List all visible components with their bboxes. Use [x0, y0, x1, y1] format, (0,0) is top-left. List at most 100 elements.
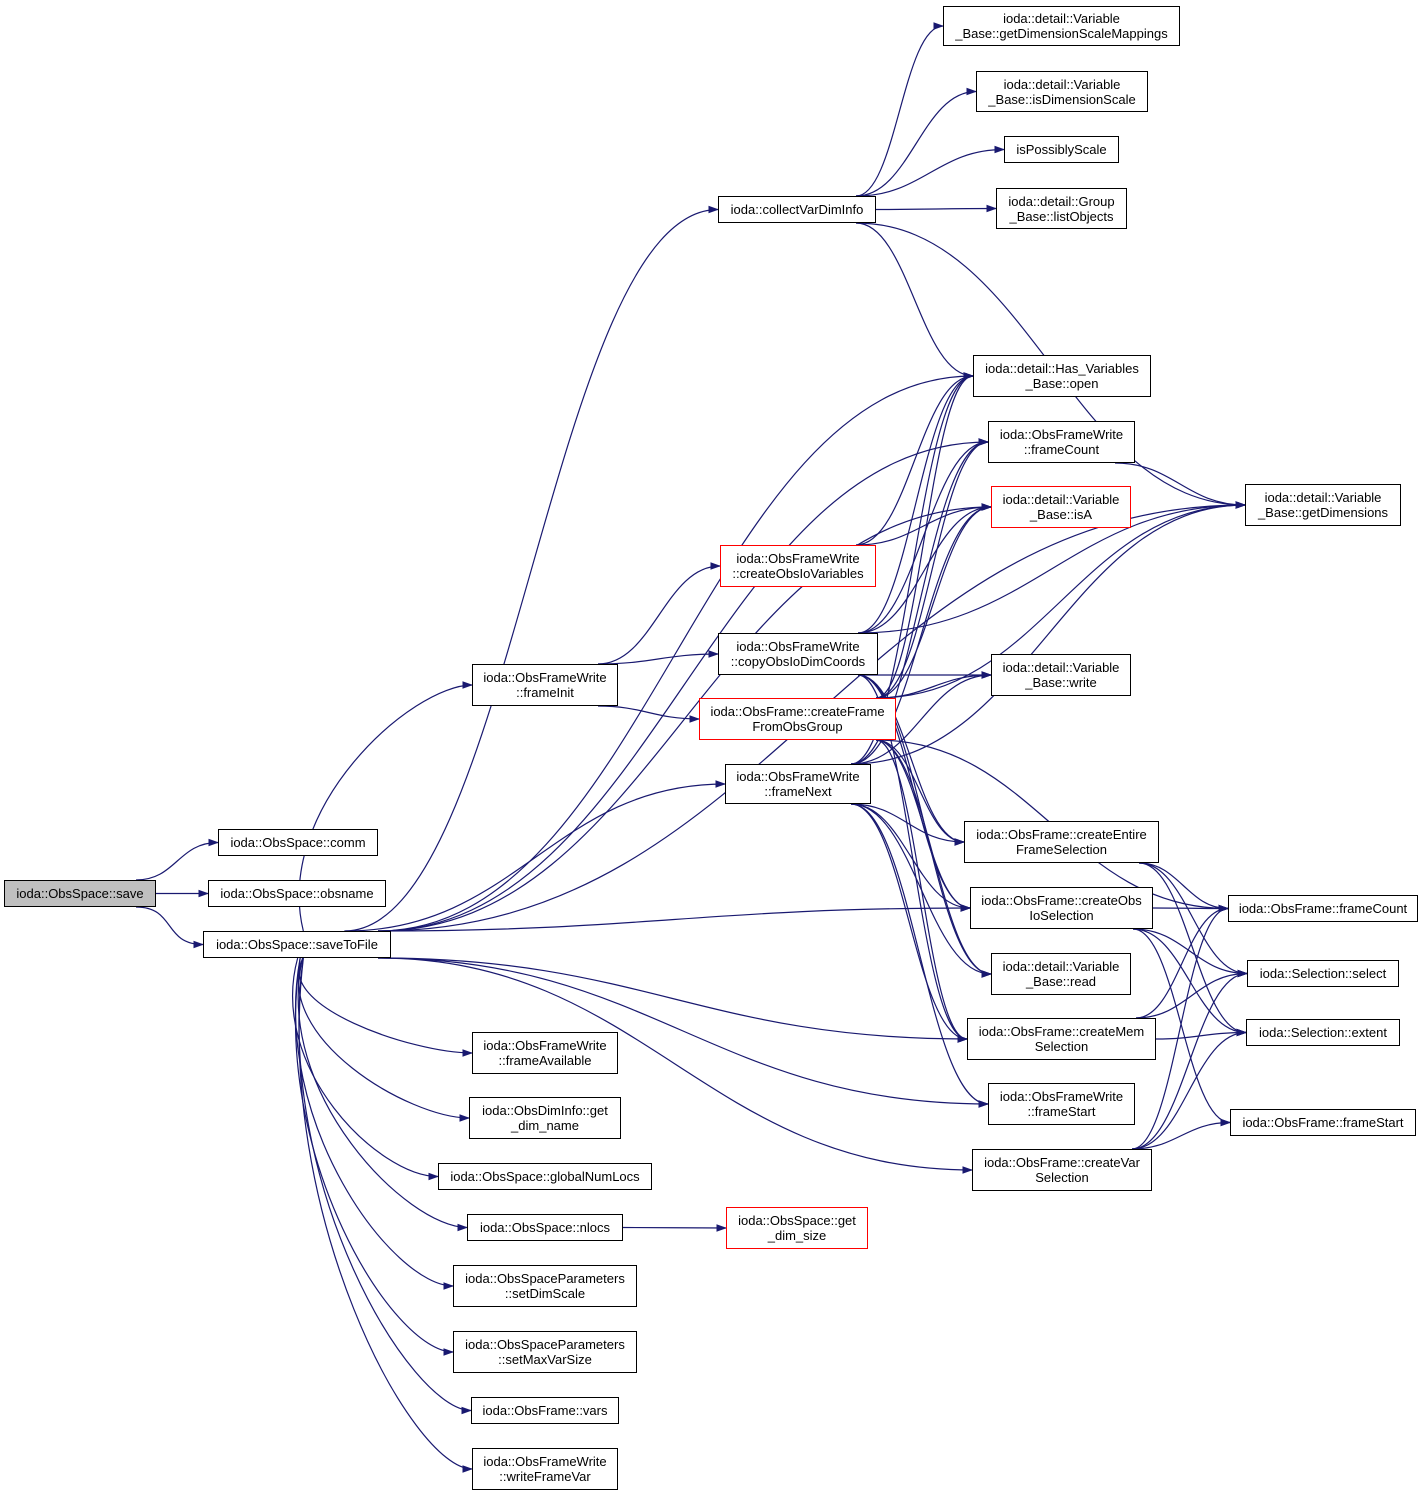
node-label-line: ioda::ObsSpace::comm [230, 835, 366, 850]
edge-frameNext-to-createObsIoSelection [850, 803, 972, 912]
edge-createEntireFrameSelection-to-extent [1138, 862, 1248, 1037]
node-obsspace-get-dim-size[interactable]: ioda::ObsSpace::get_dim_size [726, 1207, 868, 1249]
edge-saveToFile-to-hasVarOpen [377, 372, 975, 932]
node-label-line: ioda::ObsFrame::createObs [981, 893, 1142, 908]
node-obsspace-save: ioda::ObsSpace::save [4, 880, 156, 907]
node-label-line: ioda::detail::Has_Variables [985, 361, 1139, 376]
node-obsspace-obsname[interactable]: ioda::ObsSpace::obsname [208, 880, 386, 907]
node-label-line: ioda::ObsSpace::save [16, 886, 144, 901]
node-label-line: ::frameAvailable [498, 1053, 592, 1068]
node-label-line: _dim_size [767, 1228, 827, 1243]
edge-collectVarDimInfo-to-hasVarOpen [855, 222, 975, 380]
edge-createVarSelection-to-frameCount [1131, 904, 1230, 1150]
node-collectvardiminfo[interactable]: ioda::collectVarDimInfo [718, 196, 876, 223]
node-obsframewrite-framenext[interactable]: ioda::ObsFrameWrite::frameNext [725, 764, 871, 804]
edge-saveToFile-to-createMemSelection [377, 957, 969, 1043]
node-obsframewrite-createobsiovariables[interactable]: ioda::ObsFrameWrite::createObsIoVariable… [720, 545, 876, 587]
node-variable-base-getdimensions[interactable]: ioda::detail::Variable_Base::getDimensio… [1245, 484, 1401, 526]
node-has-variables-base-open[interactable]: ioda::detail::Has_Variables_Base::open [973, 355, 1151, 397]
edge-createObsIoSelection-to-extent [1132, 928, 1248, 1037]
node-obsframewrite-writeframevar[interactable]: ioda::ObsFrameWrite::writeFrameVar [472, 1448, 618, 1490]
node-variable-base-isdimensionscale[interactable]: ioda::detail::Variable_Base::isDimension… [976, 71, 1148, 112]
edge-frameNext-to-createEntireFrameSelection [850, 803, 966, 846]
node-group-base-listobjects[interactable]: ioda::detail::Group_Base::listObjects [996, 188, 1127, 229]
edge-createVarSelection-to-select [1131, 969, 1249, 1150]
node-label-line: ioda::ObsSpaceParameters [465, 1271, 625, 1286]
node-label-line: ioda::ObsFrameWrite [736, 769, 860, 784]
node-label-line: ::createObsIoVariables [732, 566, 864, 581]
edge-saveToFile-to-createObsIoSelection [377, 904, 972, 932]
node-label-line: _Base::isDimensionScale [988, 91, 1136, 107]
node-label-line: FrameSelection [1015, 842, 1108, 857]
node-variable-base-getdimensionscalemappings[interactable]: ioda::detail::Variable_Base::getDimensio… [943, 6, 1180, 46]
node-selection-select[interactable]: ioda::Selection::select [1247, 960, 1399, 987]
node-label-line: isPossiblyScale [1016, 142, 1107, 157]
node-obsspace-nlocs[interactable]: ioda::ObsSpace::nlocs [467, 1214, 623, 1241]
edge-frameNext-to-varWrite [850, 671, 993, 765]
edge-saveToFile-to-getDimName [298, 957, 471, 1122]
edge-createMemSelection-to-select [1135, 969, 1249, 1019]
node-obsspace-globalnumlocs[interactable]: ioda::ObsSpace::globalNumLocs [438, 1163, 652, 1190]
edge-collectVarDimInfo-to-getDimScaleMappings [855, 22, 945, 197]
edge-createVarSelection-to-extent [1131, 1028, 1248, 1150]
node-label-line: ::writeFrameVar [499, 1469, 591, 1484]
edge-createFrameFromObsGroup-to-createObsIoSelection [875, 739, 972, 912]
node-obsframewrite-framecount[interactable]: ioda::ObsFrameWrite::frameCount [988, 421, 1135, 463]
node-label-line: ioda::detail::Variable [1002, 492, 1120, 507]
node-label-line: ioda::ObsSpace::obsname [220, 886, 374, 901]
edge-frameNext-to-hasVarOpen [850, 372, 975, 765]
node-label-line: ::copyObsIoDimCoords [730, 654, 866, 669]
node-label-line: ioda::Selection::extent [1259, 1025, 1387, 1040]
edge-copyObsIoDimCoords-to-getDimensions [857, 501, 1247, 634]
node-label-line: _dim_name [511, 1118, 579, 1133]
node-label-line: ::frameCount [1023, 442, 1100, 457]
edge-save-to-saveToFile [135, 906, 205, 949]
node-obsframewrite-framestart[interactable]: ioda::ObsFrameWrite::frameStart [988, 1083, 1135, 1125]
node-label-line: ioda::detail::Group [1008, 193, 1115, 209]
node-label-line: ioda::Selection::select [1259, 966, 1387, 981]
node-variable-base-write[interactable]: ioda::detail::Variable_Base::write [991, 654, 1131, 696]
edge-frameNext-to-frameCountWrite [850, 438, 990, 765]
edge-saveToFile-to-setDimScale [294, 957, 455, 1290]
node-obsframewrite-copyobsiodimcoords[interactable]: ioda::ObsFrameWrite::copyObsIoDimCoords [718, 633, 878, 675]
edge-createFrameFromObsGroup-to-isA [875, 503, 993, 699]
node-selection-extent[interactable]: ioda::Selection::extent [1246, 1019, 1400, 1046]
node-label-line: Selection [1035, 1170, 1089, 1185]
node-obsdiminfo-get-dim-name[interactable]: ioda::ObsDimInfo::get_dim_name [469, 1097, 621, 1139]
node-label-line: ioda::ObsFrame::createMem [978, 1024, 1145, 1039]
node-obsspaceparameters-setdimscale[interactable]: ioda::ObsSpaceParameters::setDimScale [453, 1265, 637, 1307]
node-ispossiblyscale[interactable]: isPossiblyScale [1004, 136, 1119, 163]
node-label-line: ::frameStart [1027, 1104, 1096, 1119]
node-label-line: ioda::ObsFrame::frameCount [1238, 901, 1408, 916]
edge-frameNext-to-isA [850, 503, 993, 765]
node-obsframe-framestart[interactable]: ioda::ObsFrame::frameStart [1230, 1109, 1416, 1136]
edge-frameCountWrite-to-getDimensions [1114, 462, 1247, 509]
node-obsspaceparameters-setmaxvarsize[interactable]: ioda::ObsSpaceParameters::setMaxVarSize [453, 1331, 637, 1373]
node-label-line: ioda::ObsFrameWrite [483, 1038, 607, 1053]
edge-createEntireFrameSelection-to-select [1138, 862, 1249, 978]
edge-createObsIoSelection-to-frameStart [1132, 928, 1232, 1127]
edge-saveToFile-to-frameCountWrite [377, 438, 990, 932]
node-obsspace-savetofile[interactable]: ioda::ObsSpace::saveToFile [203, 931, 391, 958]
node-obsframe-framecount[interactable]: ioda::ObsFrame::frameCount [1228, 895, 1418, 922]
edge-collectVarDimInfo-to-isPossiblyScale [855, 145, 1006, 197]
edge-frameNext-to-varRead [850, 803, 993, 978]
edge-saveToFile-to-globalNumLocs [292, 957, 440, 1181]
node-obsspace-comm[interactable]: ioda::ObsSpace::comm [218, 829, 378, 856]
node-obsframe-vars[interactable]: ioda::ObsFrame::vars [471, 1397, 619, 1424]
node-obsframewrite-frameavailable[interactable]: ioda::ObsFrameWrite::frameAvailable [472, 1032, 618, 1074]
edge-frameNext-to-frameStartWrite [850, 803, 990, 1108]
node-label-line: ioda::ObsFrameWrite [999, 427, 1124, 442]
edge-frameNext-to-getDimensions [850, 501, 1247, 765]
edge-copyObsIoDimCoords-to-hasVarOpen [857, 372, 975, 634]
node-obsframewrite-frameinit[interactable]: ioda::ObsFrameWrite::frameInit [472, 664, 618, 706]
edge-saveToFile-to-frameNext [345, 780, 727, 932]
node-variable-base-read[interactable]: ioda::detail::Variable_Base::read [991, 953, 1131, 995]
node-variable-base-isa[interactable]: ioda::detail::Variable_Base::isA [991, 486, 1131, 528]
